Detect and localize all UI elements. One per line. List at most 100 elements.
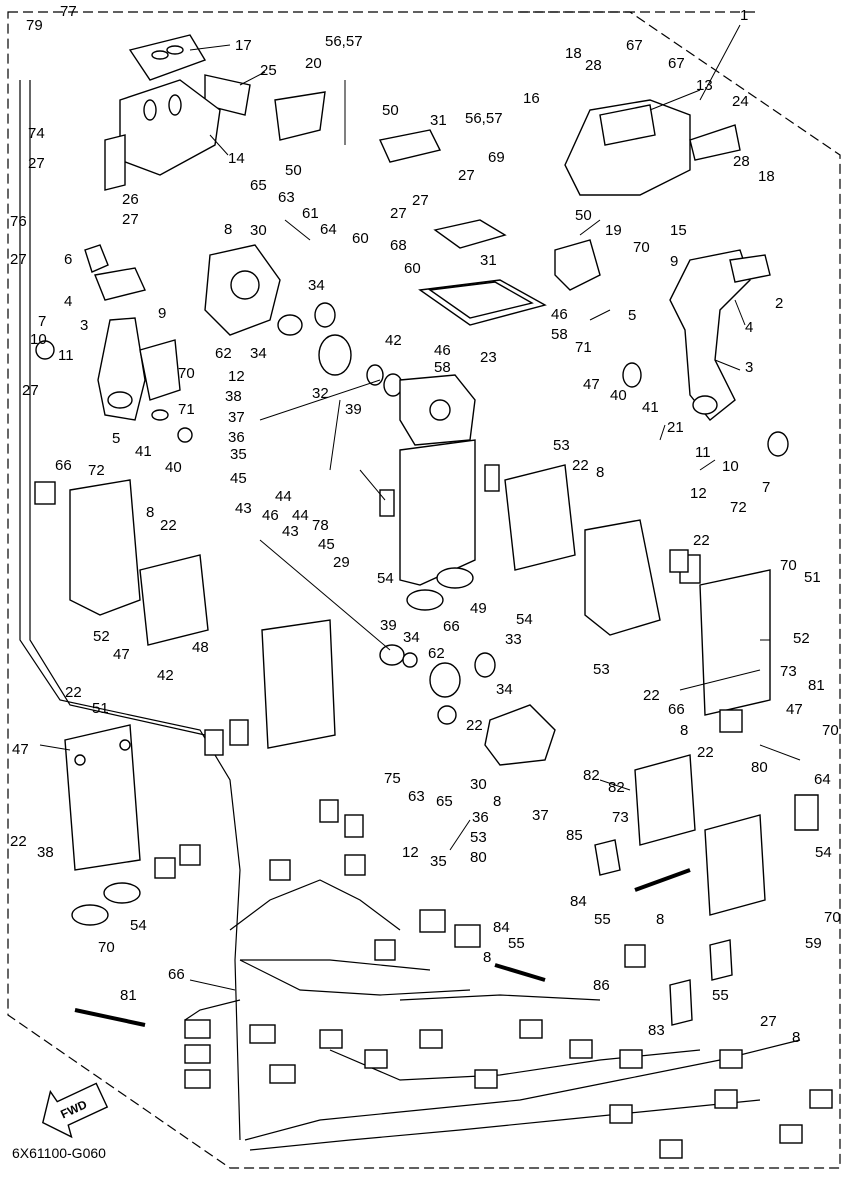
callout: 66	[55, 457, 72, 474]
callout: 50	[382, 102, 399, 119]
callout: 46	[551, 306, 568, 323]
callout: 17	[235, 37, 252, 54]
callout: 36	[228, 429, 245, 446]
callout: 29	[333, 554, 350, 571]
callout: 31	[480, 252, 497, 269]
callout: 42	[157, 667, 174, 684]
callout: 62	[428, 645, 445, 662]
callout: 60	[404, 260, 421, 277]
callout: 14	[228, 150, 245, 167]
callout: 16	[523, 90, 540, 107]
callout: 46	[262, 507, 279, 524]
cable-ties	[74, 868, 691, 1027]
callout: 27	[10, 251, 27, 268]
callout: 73	[612, 809, 629, 826]
connectors	[154, 549, 833, 1159]
right-top-cover	[564, 99, 741, 196]
callout: 8	[146, 504, 154, 521]
callout: 39	[380, 617, 397, 634]
callout: 40	[165, 459, 182, 476]
callout: 13	[696, 77, 713, 94]
callout: 70	[822, 722, 839, 739]
callout: 51	[92, 700, 109, 717]
callout: 41	[642, 399, 659, 416]
callout: 45	[230, 470, 247, 487]
callout: 68	[390, 237, 407, 254]
callout: 70	[824, 909, 841, 926]
callout: 84	[570, 893, 587, 910]
callout: 8	[493, 793, 501, 810]
callout: 8	[483, 949, 491, 966]
callout: 66	[668, 701, 685, 718]
callout: 8	[680, 722, 688, 739]
callout: 27	[760, 1013, 777, 1030]
callout: 26	[122, 191, 139, 208]
callout: 34	[403, 629, 420, 646]
callout: 22	[160, 517, 177, 534]
callout: 62	[215, 345, 232, 362]
lower-left-bracket	[64, 724, 141, 871]
callout: 75	[384, 770, 401, 787]
right-side-brackets	[594, 794, 819, 1026]
callout: 15	[670, 222, 687, 239]
vertical-bracket	[379, 439, 500, 586]
callout: 25	[260, 62, 277, 79]
right-lever-assembly	[622, 249, 789, 457]
callout: 56,57	[465, 110, 503, 127]
callout: 63	[278, 189, 295, 206]
callout: 67	[626, 37, 643, 54]
callout: 70	[633, 239, 650, 256]
callout: 12	[690, 485, 707, 502]
callout: 53	[553, 437, 570, 454]
callout: 81	[120, 987, 137, 1004]
callout: 32	[312, 385, 329, 402]
callout: 66	[168, 966, 185, 983]
callout: 37	[228, 409, 245, 426]
callout: 80	[751, 759, 768, 776]
callout: 28	[733, 153, 750, 170]
callout: 38	[225, 388, 242, 405]
callout: 22	[643, 687, 660, 704]
callout: 55	[594, 911, 611, 928]
callout: 8	[656, 911, 664, 928]
callout: 73	[780, 663, 797, 680]
callout: 31	[430, 112, 447, 129]
callout: 12	[228, 368, 245, 385]
callout: 45	[318, 536, 335, 553]
callout: 44	[275, 488, 292, 505]
callout-labels: 79 77 17 25 14 74 27 26 27 76 27 6 4 7 1…	[10, 3, 841, 1046]
leader-lines	[39, 24, 801, 991]
callout: 27	[22, 382, 39, 399]
callout: 5	[628, 307, 636, 324]
callout: 71	[575, 339, 592, 356]
callout: 81	[808, 677, 825, 694]
callout: 12	[402, 844, 419, 861]
callout: 56,57	[325, 33, 363, 50]
callout: 43	[235, 500, 252, 517]
control-unit-boxes	[139, 464, 696, 846]
callout: 20	[305, 55, 322, 72]
callout: 72	[88, 462, 105, 479]
callout: 54	[815, 844, 832, 861]
callout: 80	[470, 849, 487, 866]
callout: 44	[292, 507, 309, 524]
callout: 40	[610, 387, 627, 404]
callout: 67	[668, 55, 685, 72]
callout: 54	[130, 917, 147, 934]
lower-switch-assembly	[379, 644, 556, 766]
callout: 30	[470, 776, 487, 793]
callout: 3	[80, 317, 88, 334]
callout: 58	[434, 359, 451, 376]
callout: 22	[697, 744, 714, 761]
callout: 19	[605, 222, 622, 239]
callout: 1	[740, 7, 748, 24]
callout: 35	[230, 446, 247, 463]
callout: 4	[745, 319, 753, 336]
callout: 3	[745, 359, 753, 376]
center-switch-assembly	[204, 244, 476, 446]
callout: 22	[65, 684, 82, 701]
callout: 34	[250, 345, 267, 362]
callout: 70	[780, 557, 797, 574]
callout: 47	[786, 701, 803, 718]
